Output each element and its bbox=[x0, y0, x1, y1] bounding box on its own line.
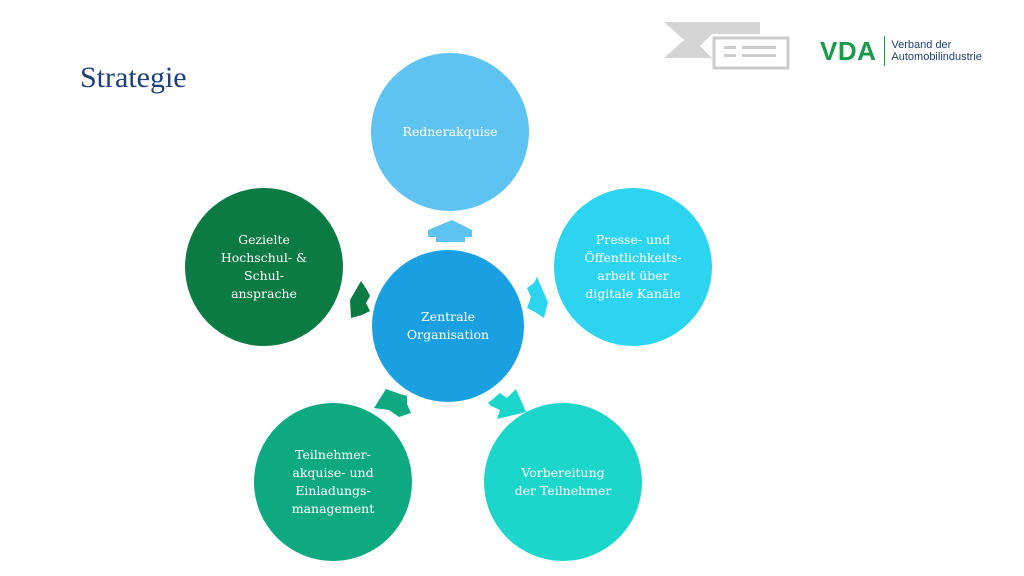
node-left-label-line: ansprache bbox=[231, 286, 297, 301]
arrow-to-right bbox=[527, 277, 548, 318]
arrow-to-bottom-left bbox=[374, 389, 411, 417]
brand-mark: VDA bbox=[820, 35, 877, 66]
node-top-circle bbox=[371, 53, 529, 211]
node-left-label-line: Gezielte bbox=[238, 232, 290, 247]
arrow-to-left bbox=[350, 281, 370, 318]
brand-divider bbox=[884, 36, 886, 66]
node-left-label-line: Hochschul- & bbox=[221, 250, 307, 265]
node-bottom-right-label: Vorbereitung der Teilnehmer bbox=[515, 465, 612, 498]
node-bottom-right-label-line: der Teilnehmer bbox=[515, 483, 612, 498]
node-bottom-right: Vorbereitung der Teilnehmer bbox=[484, 403, 642, 561]
node-right-label-line: digitale Kanäle bbox=[585, 286, 681, 301]
document-icon bbox=[664, 22, 790, 70]
node-left-circle bbox=[185, 188, 343, 346]
arrow-to-top bbox=[428, 220, 472, 242]
brand-logo: VDA Verband der Automobilindustrie bbox=[820, 34, 982, 68]
node-right-label-line: arbeit über bbox=[597, 268, 668, 283]
node-bottom-right-label-line: Vorbereitung bbox=[520, 465, 604, 480]
node-bottom-right-circle bbox=[484, 403, 642, 561]
node-top-label: Rednerakquise bbox=[402, 124, 497, 139]
brand-text-line-1: Verband der bbox=[891, 39, 952, 51]
node-center-label-line: Organisation bbox=[407, 327, 489, 342]
brand-text-line-2: Automobilindustrie bbox=[891, 51, 982, 63]
arrow-to-bottom-right bbox=[488, 389, 526, 419]
node-center-circle bbox=[372, 250, 524, 402]
node-top-label-line: Rednerakquise bbox=[402, 124, 497, 139]
node-bottom-left-label-line: akquise- und bbox=[292, 465, 373, 480]
node-top: Rednerakquise bbox=[371, 53, 529, 211]
document-icon-arrow bbox=[664, 22, 760, 58]
node-bottom-left-label-line: management bbox=[292, 501, 375, 516]
node-right-label-line: Öffentlichkeits- bbox=[584, 249, 681, 265]
node-right-label-line: Presse- und bbox=[596, 232, 670, 247]
node-right-circle bbox=[554, 188, 712, 346]
brand-text: Verband der Automobilindustrie bbox=[891, 39, 982, 63]
node-bottom-left-label-line: Teilnehmer- bbox=[295, 447, 371, 462]
node-center-label-line: Zentrale bbox=[421, 309, 475, 324]
node-bottom-left-label-line: Einladungs- bbox=[295, 483, 370, 498]
document-icon-card bbox=[712, 36, 790, 70]
slide-title: Strategie bbox=[80, 61, 187, 94]
node-bottom-left-circle bbox=[254, 403, 412, 561]
node-left-label-line: Schul- bbox=[244, 268, 284, 283]
